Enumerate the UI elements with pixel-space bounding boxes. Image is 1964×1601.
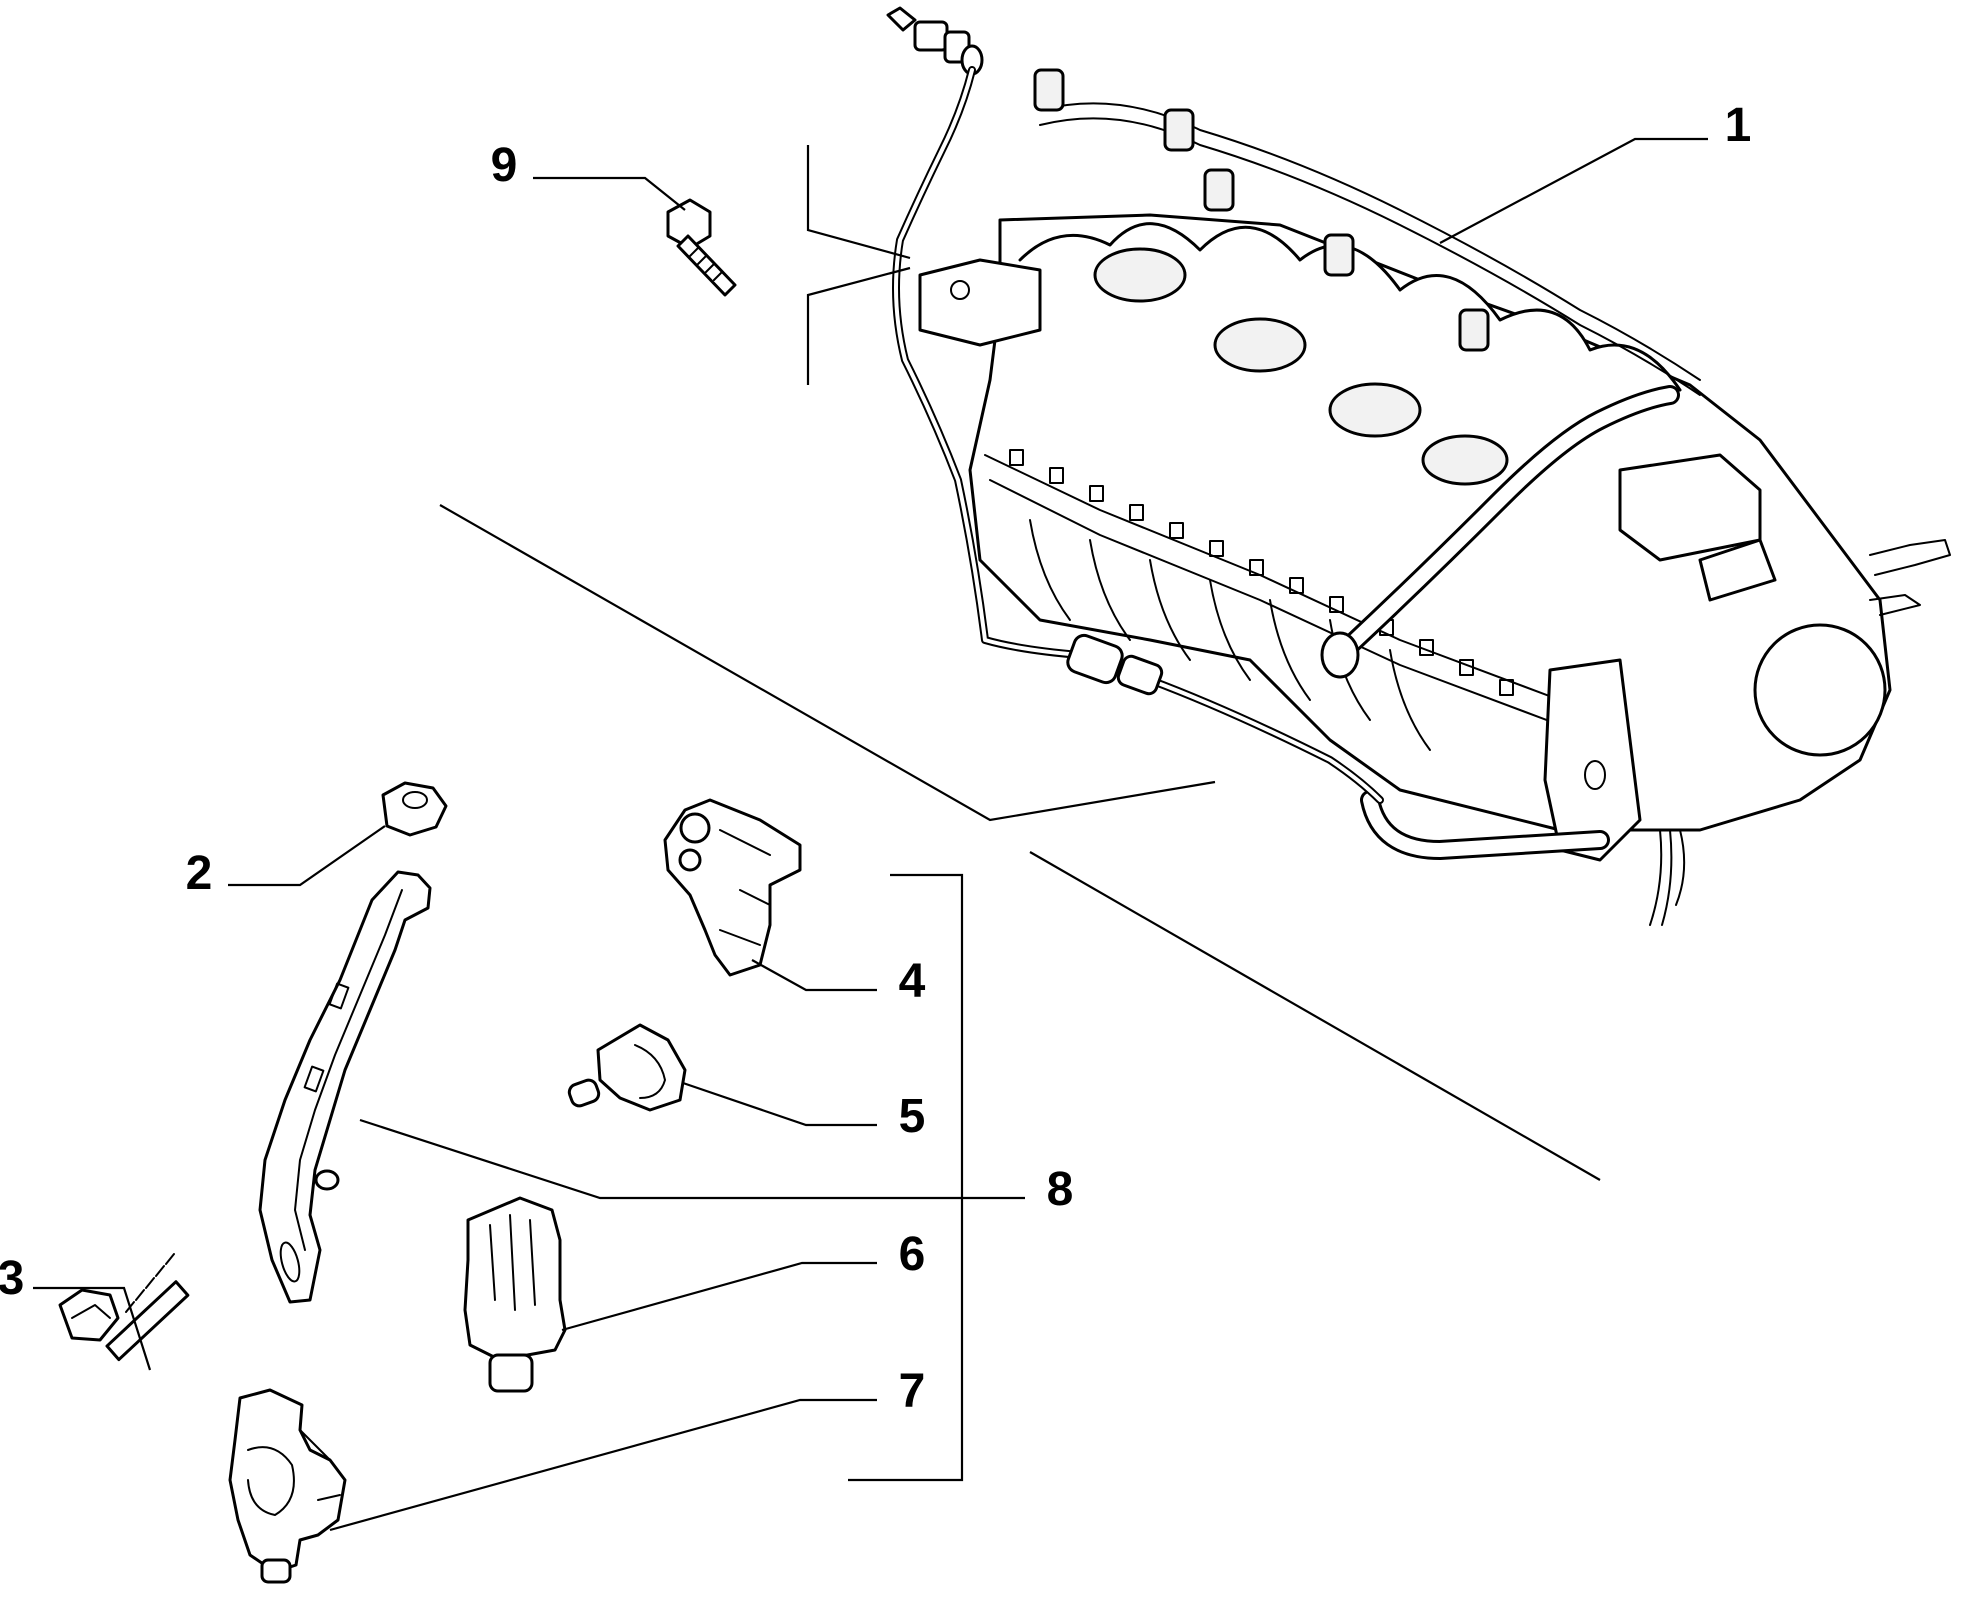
bolt-part-3[interactable] bbox=[58, 1253, 190, 1373]
leader-8 bbox=[359, 1118, 1025, 1200]
leader-9 bbox=[533, 176, 686, 211]
detail-bracket-lines bbox=[439, 145, 1601, 1181]
callout-5: 5 bbox=[899, 1090, 926, 1143]
sensor-hose-harness bbox=[886, 6, 1384, 804]
clip-part-7[interactable] bbox=[228, 1388, 347, 1584]
leader-lines bbox=[33, 137, 1708, 1532]
callout-1: 1 bbox=[1725, 99, 1752, 152]
clip-part-5[interactable] bbox=[567, 1023, 687, 1112]
bolt-part-9[interactable] bbox=[666, 198, 737, 297]
leader-6 bbox=[561, 1261, 877, 1332]
bracket-group-4-7 bbox=[848, 873, 964, 1482]
callout-2: 2 bbox=[186, 847, 213, 900]
nut-part-2[interactable] bbox=[381, 781, 448, 837]
callout-6: 6 bbox=[899, 1228, 926, 1281]
callout-4: 4 bbox=[899, 955, 926, 1008]
intake-manifold-part-1[interactable] bbox=[918, 68, 1951, 926]
leader-7 bbox=[329, 1398, 877, 1532]
clip-part-4[interactable] bbox=[663, 798, 802, 977]
callout-labels: 1 2 3 4 5 6 7 8 9 bbox=[0, 99, 1751, 1418]
leader-3 bbox=[33, 1286, 152, 1371]
leader-2 bbox=[228, 825, 386, 887]
callout-7: 7 bbox=[899, 1365, 926, 1418]
callout-9: 9 bbox=[491, 139, 518, 192]
leader-5 bbox=[682, 1081, 877, 1127]
leader-1 bbox=[1439, 137, 1708, 244]
bracket-part-8[interactable] bbox=[258, 870, 432, 1304]
leader-4 bbox=[751, 959, 877, 992]
clip-part-6[interactable] bbox=[463, 1196, 567, 1393]
callout-8: 8 bbox=[1047, 1163, 1074, 1216]
callout-3: 3 bbox=[0, 1252, 24, 1305]
